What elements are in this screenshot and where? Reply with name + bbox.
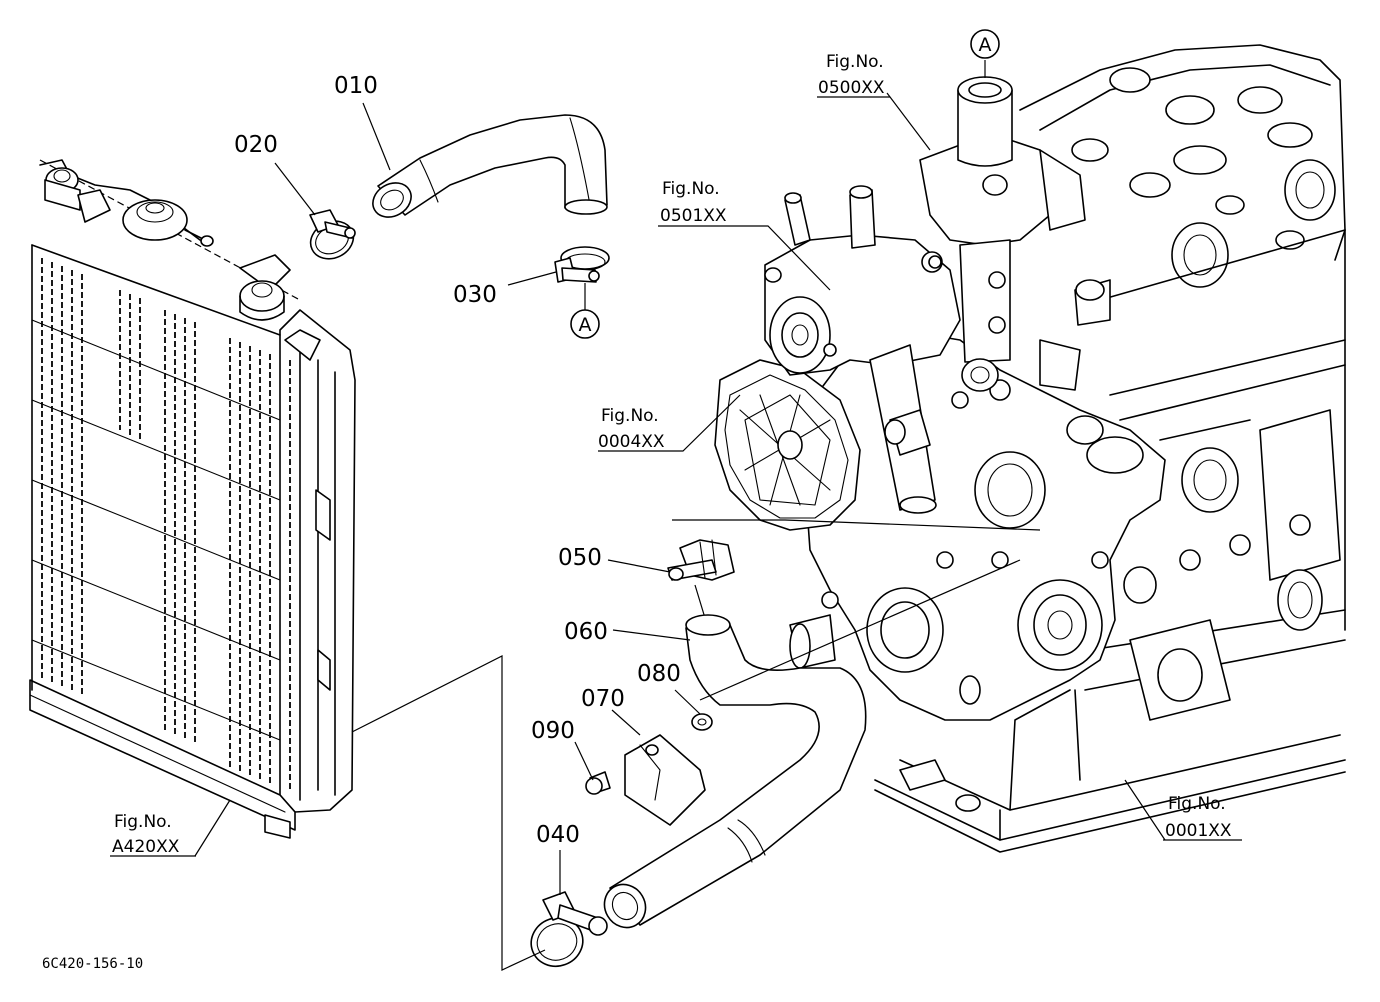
leader-lines	[194, 60, 1166, 971]
nut-080	[691, 713, 713, 731]
drawing-number: 6C420-156-10	[42, 956, 143, 972]
connector-marker-hose: A	[570, 309, 600, 339]
part-label-050[interactable]: 050	[558, 545, 602, 571]
bracket-070	[624, 734, 706, 826]
connector-letter-hose: A	[579, 314, 592, 336]
fig-ref-A420-label: Fig.No.	[114, 812, 172, 832]
hose-clamp-040	[530, 891, 608, 968]
hose-clamp-020	[309, 209, 356, 260]
part-label-090[interactable]: 090	[531, 718, 575, 744]
fig-ref-0500-code[interactable]: 0500XX	[818, 78, 885, 98]
fig-ref-A420-code[interactable]: A420XX	[112, 837, 180, 857]
radiator-core	[31, 258, 291, 790]
radiator	[29, 159, 356, 839]
fig-ref-0004-label: Fig.No.	[601, 406, 659, 426]
fig-ref-0501-code[interactable]: 0501XX	[660, 206, 727, 226]
part-label-030[interactable]: 030	[453, 282, 497, 308]
radiator-cap-icon	[122, 199, 188, 241]
part-label-060[interactable]: 060	[564, 619, 608, 645]
fig-ref-0001-code[interactable]: 0001XX	[1165, 821, 1232, 841]
upper-hose-010	[372, 114, 608, 218]
fig-ref-0500-label: Fig.No.	[826, 52, 884, 72]
thermostat-housing	[884, 76, 1111, 456]
fan-pulley	[714, 359, 861, 531]
lower-hose-060	[603, 614, 867, 929]
engine-block	[714, 44, 1346, 853]
hose-clamp-030	[554, 246, 610, 310]
part-label-040[interactable]: 040	[536, 822, 580, 848]
part-label-010[interactable]: 010	[334, 73, 378, 99]
fig-ref-0001-label: Fig.No.	[1168, 794, 1226, 814]
connector-marker-top: A	[970, 29, 1000, 59]
connector-letter-top: A	[979, 34, 992, 56]
part-label-080[interactable]: 080	[637, 661, 681, 687]
bolt-090	[585, 771, 611, 795]
fig-ref-0501-label: Fig.No.	[662, 179, 720, 199]
part-label-020[interactable]: 020	[234, 132, 278, 158]
part-label-070[interactable]: 070	[581, 686, 625, 712]
hose-clamp-050	[667, 539, 735, 619]
fig-ref-0004-code[interactable]: 0004XX	[598, 432, 665, 452]
